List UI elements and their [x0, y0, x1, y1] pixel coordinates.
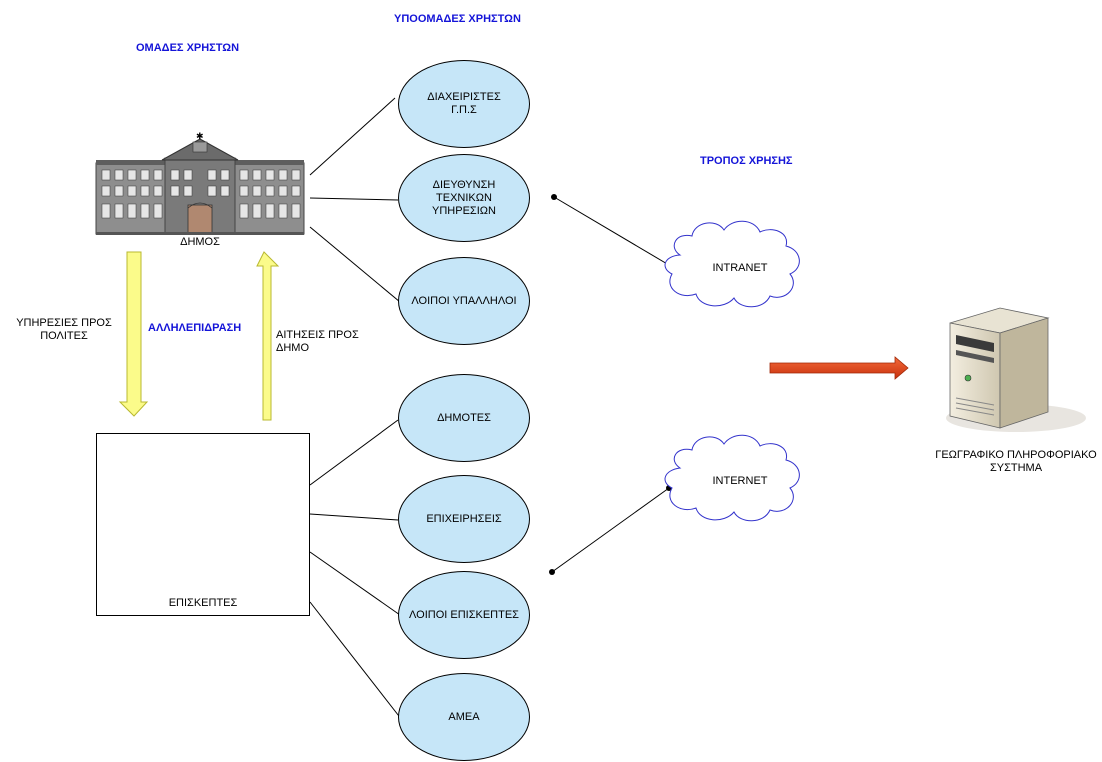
subgroup-other-employees: ΛΟΙΠΟΙ ΥΠΑΛΛΗΛΟΙ — [398, 257, 530, 345]
municipality-label: ΔΗΜΟΣ — [180, 236, 220, 248]
user-subgroups-heading: ΥΠΟΟΜΑΔΕΣ ΧΡΗΣΤΩΝ — [394, 13, 521, 25]
intranet-label: INTRANET — [712, 262, 768, 274]
usage-mode-heading: ΤΡΟΠΟΣ ΧΡΗΣΗΣ — [700, 155, 793, 167]
server-computer-icon — [946, 307, 1086, 432]
up-arrow — [256, 251, 280, 421]
down-arrow — [118, 251, 149, 417]
connector-line — [309, 226, 401, 303]
municipality-building-icon: ✱ — [95, 132, 305, 235]
connector-line — [309, 513, 399, 521]
subgroup-businesses: ΕΠΙΧΕΙΡΗΣΕΙΣ — [398, 475, 530, 563]
connector-line — [309, 419, 399, 486]
subgroup-disabled-persons: ΑΜΕΑ — [398, 673, 530, 761]
user-groups-heading: ΟΜΑΔΕΣ ΧΡΗΣΤΩΝ — [136, 42, 240, 54]
interaction-heading: ΑΛΛΗΛΕΠΙΔΡΑΣΗ — [148, 322, 242, 334]
connector-line — [309, 601, 403, 721]
connector-line — [309, 551, 401, 616]
connector-line — [309, 97, 396, 176]
svg-text:✱: ✱ — [196, 132, 204, 142]
intranet-connector — [553, 196, 675, 269]
visitors-box — [96, 433, 310, 616]
internet-connector — [551, 487, 670, 573]
internet-cloud — [664, 434, 800, 522]
connector-line — [309, 197, 399, 201]
subgroup-citizens: ΔΗΜΟΤΕΣ — [398, 374, 530, 462]
system-arrow — [769, 356, 909, 380]
intranet-cloud — [664, 220, 800, 308]
visitors-label: ΕΠΙΣΚΕΠΤΕΣ — [168, 597, 238, 609]
subgroup-other-visitors: ΛΟΙΠΟΙ ΕΠΙΣΚΕΠΤΕΣ — [398, 571, 530, 659]
internet-label: INTERNET — [712, 475, 768, 487]
